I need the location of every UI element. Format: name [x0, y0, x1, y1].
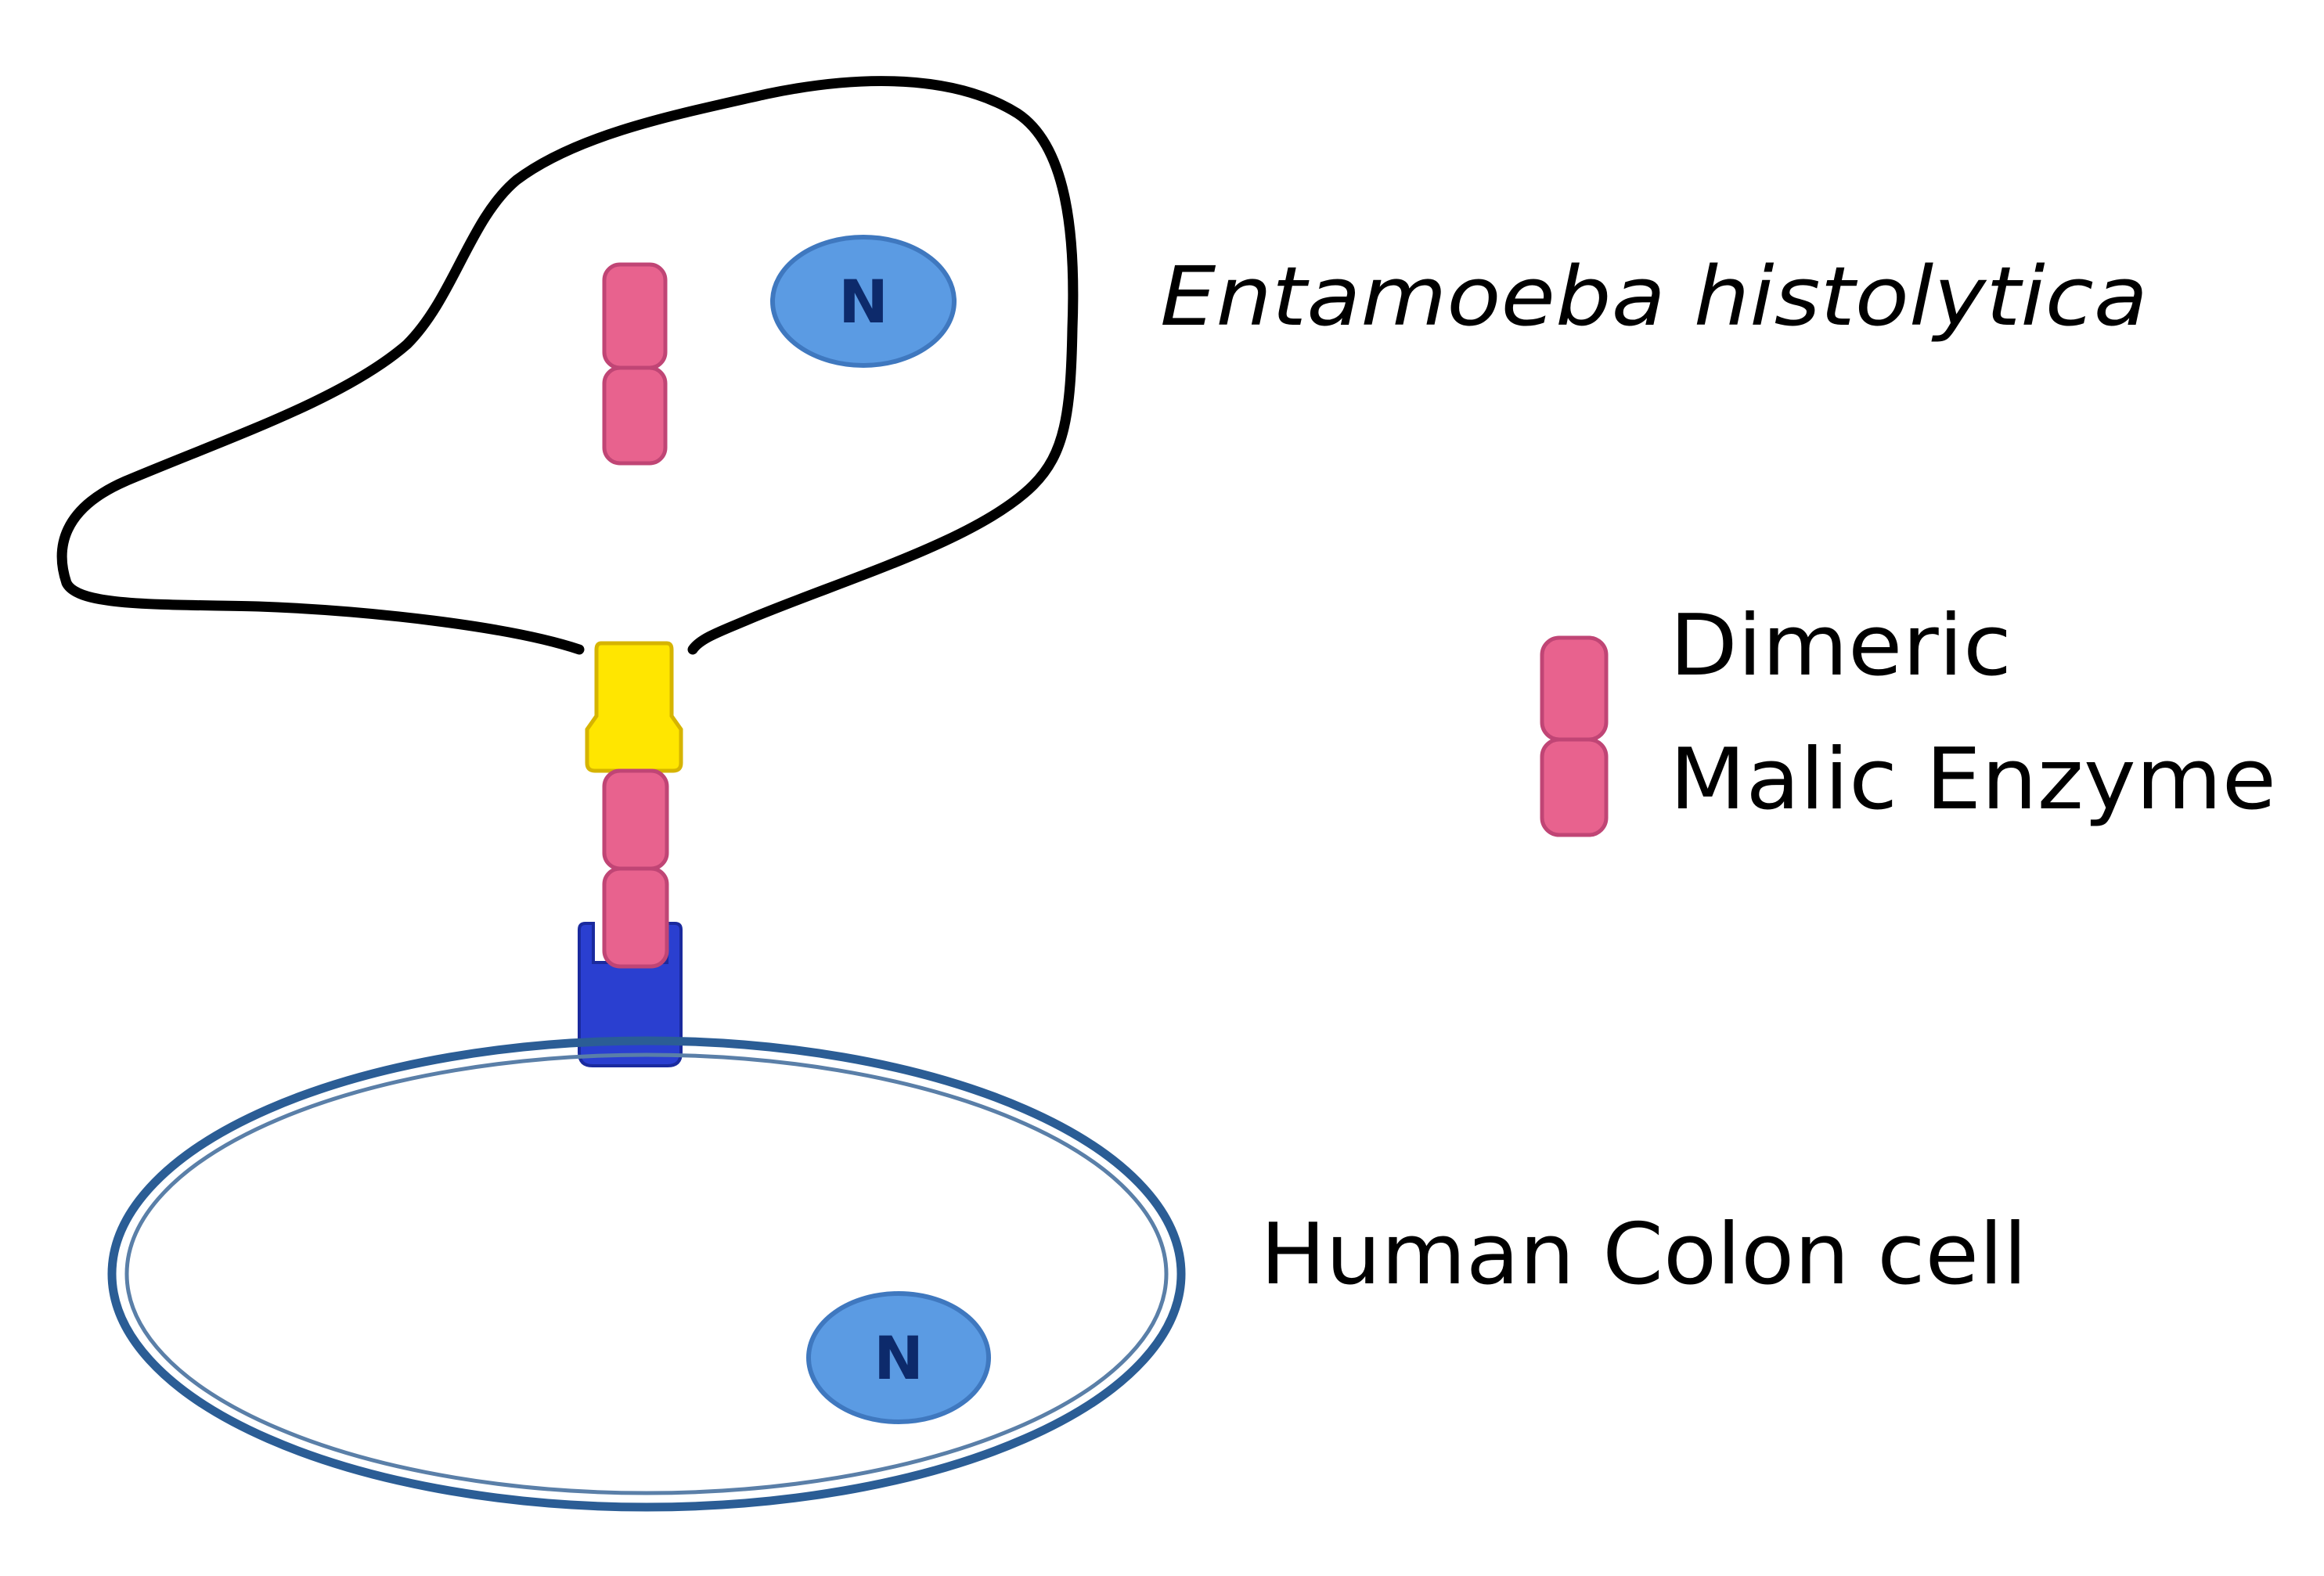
bridging-enzyme-subunit-bottom — [602, 866, 669, 969]
host-cell-label: Human Colon cell — [1260, 1206, 2027, 1304]
host-nucleus-shape — [806, 1291, 991, 1424]
parasite-cell-outline — [56, 76, 1079, 655]
host-nucleus-label: N — [874, 1323, 924, 1393]
legend-enzyme-subunit-bottom — [1540, 737, 1609, 837]
parasite-nucleus-shape — [770, 235, 957, 368]
parasite-nucleus-label: N — [838, 267, 888, 336]
parasite-label: Entamoeba histolytica — [1160, 249, 2148, 344]
host-cell-inner-membrane — [124, 1052, 1169, 1495]
legend-enzyme-subunit-top — [1540, 635, 1609, 742]
parasite-enzyme-dimer-icon — [602, 262, 668, 466]
host-cell-outer-membrane — [107, 1036, 1186, 1512]
host-nucleus-icon: N — [806, 1291, 991, 1424]
enzyme-subunit-top — [602, 262, 668, 370]
legend: Dimeric Malic Enzyme — [1540, 597, 2276, 837]
host-cell-membrane — [107, 1036, 1186, 1512]
legend-label-line1: Dimeric — [1670, 597, 2012, 695]
bridging-enzyme-dimer-icon — [602, 768, 669, 969]
parasite-nucleus-icon: N — [770, 235, 957, 368]
bridging-enzyme-subunit-top — [602, 768, 669, 871]
legend-label-line2: Malic Enzyme — [1670, 731, 2276, 829]
legend-enzyme-dimer-icon — [1540, 635, 1609, 837]
enzyme-subunit-bottom — [602, 365, 668, 466]
yellow-ligand-icon — [585, 641, 683, 773]
blue-receptor-icon — [578, 922, 683, 1067]
